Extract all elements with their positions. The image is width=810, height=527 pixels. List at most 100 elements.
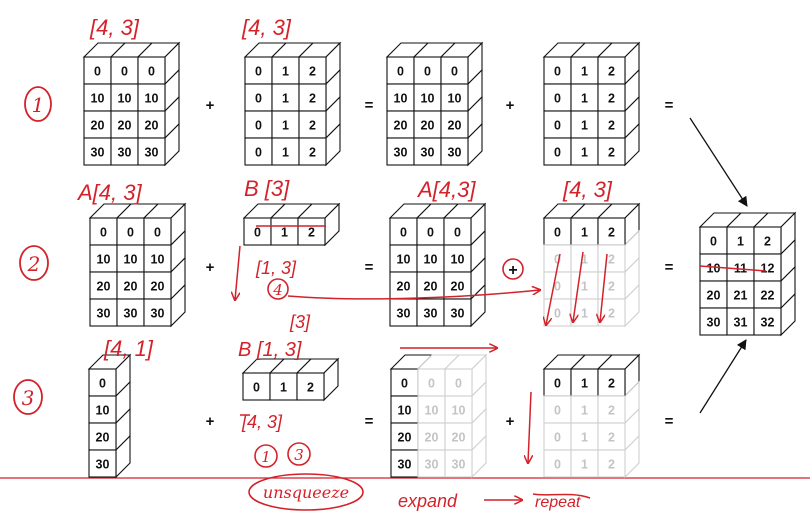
grid-cell <box>570 449 599 478</box>
repeat-strike <box>532 493 591 499</box>
cell-value: 0 <box>554 377 561 391</box>
equals-sign: = <box>365 97 374 114</box>
cell-value: 20 <box>424 280 438 294</box>
r2-a-label: A[4, 3] <box>76 180 142 205</box>
grid-cell <box>143 217 172 246</box>
equals-sign: = <box>665 97 674 114</box>
cell-value: 30 <box>452 458 466 472</box>
grid-cell <box>296 372 325 401</box>
cell-value: 10 <box>425 404 439 418</box>
r2-b-circle: 4 <box>267 278 289 300</box>
grid-cell <box>570 395 599 424</box>
cell-value: 0 <box>255 146 262 160</box>
grid-cell <box>271 137 300 166</box>
cell-value: 2 <box>307 381 314 395</box>
grid-cell <box>597 244 626 273</box>
cell-value: 0 <box>710 235 717 249</box>
cell-value: 0 <box>397 65 404 79</box>
cell-value: 30 <box>397 307 411 321</box>
cell-value: 32 <box>761 316 775 330</box>
red-strokes <box>235 225 767 463</box>
equals-sign: = <box>365 413 374 430</box>
cell-value: 30 <box>151 307 165 321</box>
grid-cell <box>297 217 326 246</box>
plus-sign: + <box>206 97 215 114</box>
grid-cell <box>597 137 626 166</box>
cell-value: 20 <box>451 280 465 294</box>
cell-value: 0 <box>554 458 561 472</box>
cell-value: 0 <box>100 226 107 240</box>
cell-value: 1 <box>581 146 588 160</box>
cell-value: 20 <box>145 119 159 133</box>
cell-value: 0 <box>554 431 561 445</box>
grid-cell <box>244 56 273 85</box>
cell-value: 0 <box>127 226 134 240</box>
r3-circle-1: 1 <box>254 444 278 468</box>
cell-value: 0 <box>454 226 461 240</box>
grid-cell <box>543 449 572 478</box>
cell-value: 0 <box>554 65 561 79</box>
cell-value: 21 <box>734 289 748 303</box>
cell-value: 30 <box>448 146 462 160</box>
grid-cell <box>444 395 473 424</box>
cell-value: 2 <box>309 92 316 106</box>
cell-value: 0 <box>121 65 128 79</box>
cell-value: 0 <box>455 377 462 391</box>
grid-cell <box>443 298 472 327</box>
grid-cell <box>83 56 112 85</box>
grid-cell <box>413 137 442 166</box>
cell-value: 10 <box>398 404 412 418</box>
repeat-label: repeat <box>535 494 581 511</box>
grid-cell <box>413 56 442 85</box>
cell-value: 0 <box>554 119 561 133</box>
cell-value: 20 <box>96 431 110 445</box>
grid-cell <box>726 307 755 336</box>
cell-value: 0 <box>554 307 561 321</box>
cell-value: 10 <box>124 253 138 267</box>
grid-cell <box>416 298 445 327</box>
cell-value: 20 <box>151 280 165 294</box>
cell-value: 1 <box>282 65 289 79</box>
r1-a-shape: [4, 3] <box>89 15 140 40</box>
cell-value: 0 <box>554 404 561 418</box>
svg-text:1: 1 <box>261 448 271 466</box>
r2-b-unsq: [1, 3] <box>255 258 297 278</box>
cell-value: 12 <box>761 262 775 276</box>
r3-b-new: [4, 3] <box>241 412 283 432</box>
cell-value: 1 <box>581 458 588 472</box>
grid-cell <box>440 137 469 166</box>
grid-cell <box>597 83 626 112</box>
plus-sign: + <box>506 97 515 114</box>
cell-value: 2 <box>309 119 316 133</box>
grid-cell <box>143 298 172 327</box>
row-marker-3: 3 <box>13 379 43 415</box>
cell-value: 20 <box>707 289 721 303</box>
cell-value: 2 <box>608 280 615 294</box>
cell-value: 10 <box>118 92 132 106</box>
r2-d-label: [4, 3] <box>562 177 613 202</box>
cell-value: 10 <box>424 253 438 267</box>
grid-cell <box>298 83 327 112</box>
grid-cell <box>597 422 626 451</box>
grid-cell <box>543 110 572 139</box>
grid-cell <box>116 244 145 273</box>
grid-cell <box>597 110 626 139</box>
cell-value: 20 <box>398 431 412 445</box>
r2-c-label: A[4,3] <box>416 177 476 202</box>
r3-b-label: B [1, 3] <box>238 339 302 361</box>
cell-value: 0 <box>554 280 561 294</box>
grid-cell <box>444 368 473 397</box>
cell-value: 22 <box>761 289 775 303</box>
cell-value: 0 <box>254 226 261 240</box>
grid-cell <box>543 83 572 112</box>
grid-cell <box>271 110 300 139</box>
cell-value: 0 <box>554 146 561 160</box>
cell-value: 1 <box>581 253 588 267</box>
cell-value: 1 <box>281 226 288 240</box>
